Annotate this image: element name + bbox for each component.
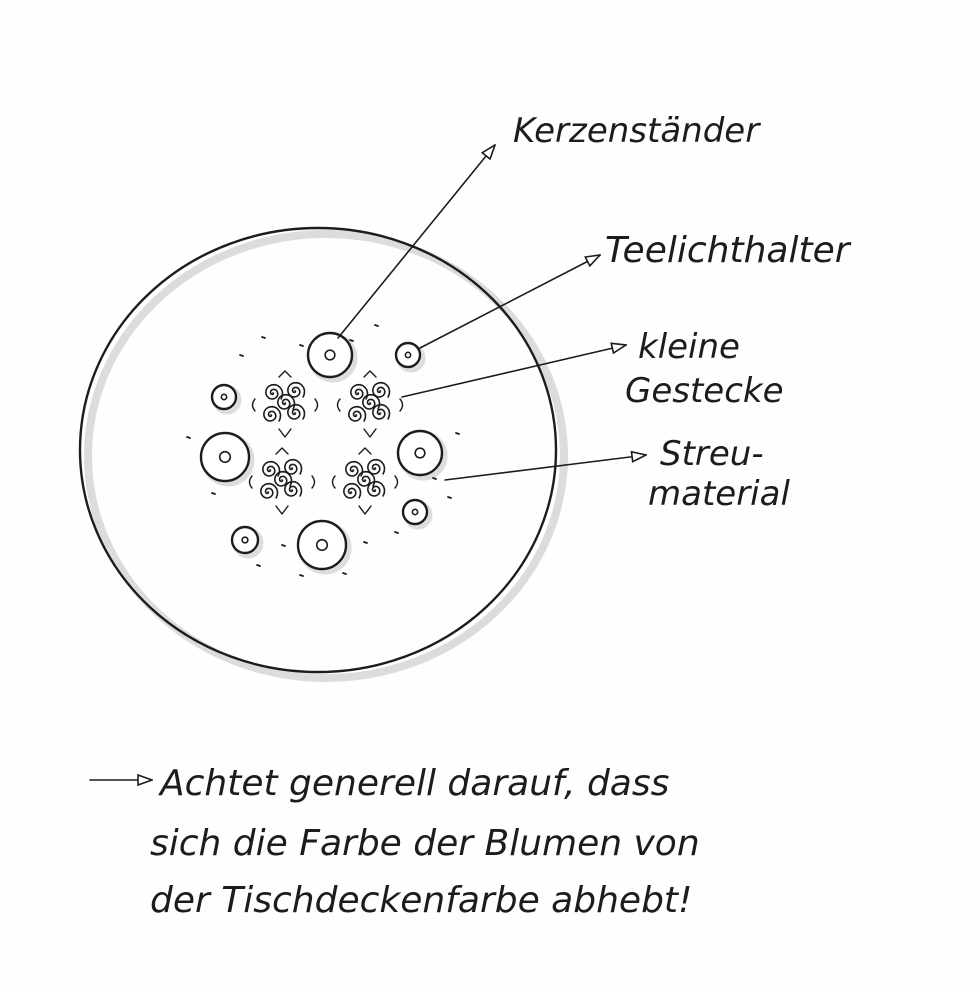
candle-holder bbox=[306, 331, 358, 383]
scatter-dot bbox=[211, 492, 216, 495]
scatter-dot bbox=[349, 339, 354, 342]
tealight-holder bbox=[210, 383, 242, 415]
tealight-holders bbox=[210, 341, 433, 559]
label-teelichthalter: Teelichthalter bbox=[605, 230, 852, 271]
candle-holder bbox=[199, 431, 255, 487]
scatter-dot bbox=[239, 354, 244, 357]
candle-holders bbox=[199, 331, 448, 575]
round-table bbox=[78, 226, 558, 674]
scatter-dot bbox=[447, 496, 452, 499]
scatter-dot bbox=[455, 432, 460, 435]
label-kerzenstaender: Kerzenständer bbox=[513, 111, 761, 151]
scatter-dot bbox=[261, 336, 266, 339]
scatter-dot bbox=[363, 541, 368, 544]
tealight-holder bbox=[394, 341, 426, 373]
arrow-teelichthalter bbox=[419, 255, 600, 349]
flower-arrangement bbox=[248, 447, 316, 515]
label-gestecke-2: Gestecke bbox=[625, 371, 784, 411]
scatter-dot bbox=[299, 344, 304, 347]
flower-arrangement bbox=[331, 447, 399, 515]
candle-holder bbox=[396, 429, 448, 481]
scatter-dot bbox=[256, 564, 261, 567]
scatter-dot bbox=[394, 531, 399, 534]
scatter-dot bbox=[186, 436, 191, 439]
tealight-holder bbox=[401, 498, 433, 530]
note-line-1: Achtet generell darauf, dass bbox=[158, 763, 669, 804]
arrow-kerzenstaender bbox=[337, 145, 495, 339]
candle-holder bbox=[296, 519, 352, 575]
scatter-material bbox=[186, 324, 460, 577]
small-arrangements bbox=[248, 370, 404, 515]
scatter-dot bbox=[342, 572, 347, 575]
scatter-dot bbox=[374, 324, 379, 327]
scatter-dot bbox=[281, 544, 286, 547]
flower-arrangement bbox=[251, 370, 319, 438]
scatter-dot bbox=[299, 574, 304, 577]
table-shadow bbox=[84, 230, 568, 682]
label-gestecke-1: kleine bbox=[638, 327, 740, 367]
label-streu-2: material bbox=[648, 474, 790, 514]
tealight-holder bbox=[230, 525, 264, 559]
note-line-3: der Tischdeckenfarbe abhebt! bbox=[150, 880, 692, 921]
label-streu-1: Streu- bbox=[660, 434, 764, 474]
scatter-dot bbox=[432, 477, 437, 480]
flower-arrangement bbox=[336, 370, 404, 438]
arrow-gestecke bbox=[401, 345, 626, 398]
arrow-streumaterial bbox=[444, 455, 646, 481]
note-line-2: sich die Farbe der Blumen von bbox=[150, 823, 700, 864]
